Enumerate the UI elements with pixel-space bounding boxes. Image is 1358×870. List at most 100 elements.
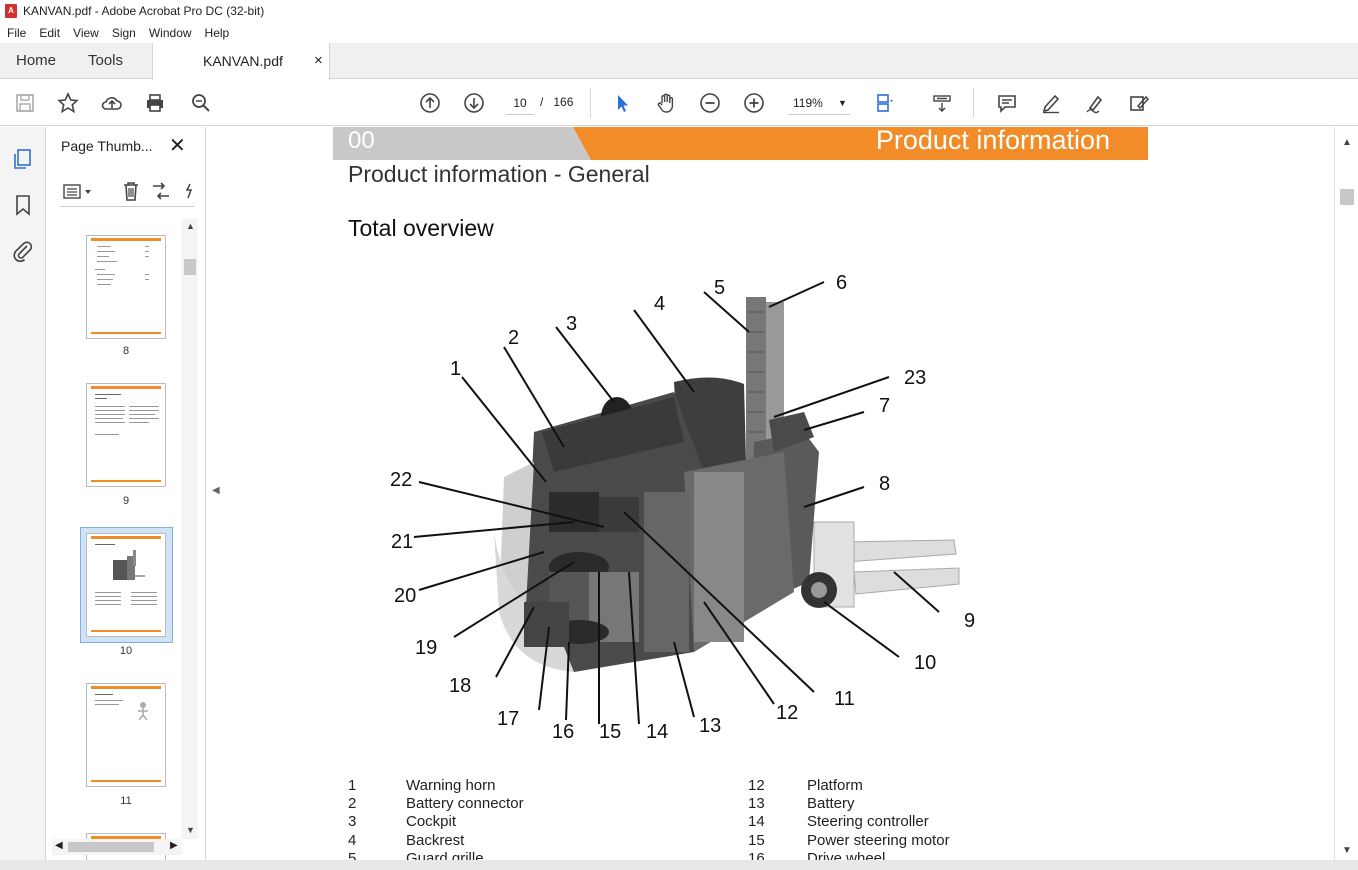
thumbnail-page-8[interactable] xyxy=(86,235,166,339)
thumbnails-horizontal-scrollbar[interactable]: ◀ ▶ xyxy=(52,839,182,855)
legend-number: 16 xyxy=(748,850,765,860)
callout-16: 16 xyxy=(552,721,574,743)
tab-tools[interactable]: Tools xyxy=(88,52,124,69)
legend-row: 12 xyxy=(748,777,765,794)
previous-page-icon[interactable] xyxy=(417,90,443,116)
tab-close-icon[interactable]: × xyxy=(314,52,323,69)
rotate-page-icon[interactable] xyxy=(150,180,172,202)
pdf-app-icon: A xyxy=(5,4,17,18)
thumbnails-title: Page Thumb... xyxy=(61,138,153,154)
window-title: KANVAN.pdf - Adobe Acrobat Pro DC (32-bi… xyxy=(23,4,265,18)
subsection-title: Total overview xyxy=(348,215,494,241)
legend-number: 2 xyxy=(348,795,357,812)
legend-row: 3 xyxy=(348,813,356,830)
attachments-paperclip-icon[interactable] xyxy=(11,239,35,263)
scroll-up-icon[interactable]: ▲ xyxy=(1342,137,1352,148)
chevron-down-icon: ▼ xyxy=(838,98,847,108)
callout-10: 10 xyxy=(914,652,936,674)
thumbnail-options-icon[interactable] xyxy=(62,182,96,202)
delete-page-icon[interactable] xyxy=(120,180,142,202)
save-icon[interactable] xyxy=(12,90,38,116)
scroll-left-icon[interactable]: ◀ xyxy=(55,840,63,851)
thumbnail-footer-bar xyxy=(91,630,161,632)
page-fit-icon[interactable] xyxy=(872,90,898,116)
more-tools-icon[interactable] xyxy=(184,180,194,202)
scroll-up-icon[interactable]: ▲ xyxy=(186,221,195,231)
legend-row: 13 xyxy=(748,795,765,812)
document-view: 00 Product information Product informati… xyxy=(224,127,1334,860)
legend-label: Platform xyxy=(807,777,863,794)
page-thumbnails-panel: Page Thumb... ✕ 8 xyxy=(46,127,206,863)
thumbnail-figure xyxy=(105,550,145,586)
legend-label: Cockpit xyxy=(406,813,457,830)
legend-label: Warning horn xyxy=(406,777,496,794)
menu-window[interactable]: Window xyxy=(148,25,192,40)
next-page-icon[interactable] xyxy=(461,90,487,116)
bookmark-star-icon[interactable] xyxy=(55,90,81,116)
scroll-down-icon[interactable]: ▼ xyxy=(1342,845,1352,856)
tab-home[interactable]: Home xyxy=(16,52,57,69)
zoom-search-icon[interactable] xyxy=(188,90,214,116)
legend-number: 15 xyxy=(748,832,765,849)
callout-14: 14 xyxy=(646,721,668,743)
chapter-number: 00 xyxy=(348,127,375,154)
legend-row: 15 xyxy=(748,832,765,849)
callout-2: 2 xyxy=(508,327,519,349)
zoom-out-icon[interactable] xyxy=(697,90,723,116)
thumbnail-label: 8 xyxy=(122,345,130,357)
scroll-down-icon[interactable]: ▼ xyxy=(186,825,195,835)
tab-document[interactable]: KANVAN.pdf × xyxy=(152,43,330,80)
legend-number: 5 xyxy=(348,850,357,860)
callout-4: 4 xyxy=(654,293,665,315)
menu-help[interactable]: Help xyxy=(204,25,230,40)
callout-3: 3 xyxy=(566,313,577,335)
zoom-level-value: 119% xyxy=(793,96,823,110)
menu-sign[interactable]: Sign xyxy=(111,25,136,40)
zoom-in-icon[interactable] xyxy=(741,90,767,116)
thumbnail-figure xyxy=(133,700,153,721)
select-cursor-icon[interactable] xyxy=(609,90,635,116)
legend-row: 16 xyxy=(748,850,765,860)
thumbnails-toolbar xyxy=(60,179,194,207)
thumbnail-page-9[interactable] xyxy=(86,383,166,487)
thumbnail-page-10[interactable] xyxy=(86,533,166,637)
callout-8: 8 xyxy=(879,473,890,495)
scrollbar-thumb[interactable] xyxy=(184,259,196,275)
callout-12: 12 xyxy=(776,702,798,724)
thumbnail-header-bar xyxy=(91,238,161,241)
highlight-pen-icon[interactable] xyxy=(1038,90,1064,116)
thumbnails-header: Page Thumb... ✕ xyxy=(46,127,206,167)
thumbnail-label: 9 xyxy=(122,495,130,507)
fill-sign-icon[interactable] xyxy=(1126,90,1152,116)
print-icon[interactable] xyxy=(142,90,168,116)
sign-pen-icon[interactable] xyxy=(1082,90,1108,116)
comment-icon[interactable] xyxy=(994,90,1020,116)
menu-file[interactable]: File xyxy=(7,25,27,40)
thumbnails-vertical-scrollbar[interactable]: ▲ ▼ xyxy=(182,219,198,839)
bookmarks-icon[interactable] xyxy=(11,193,35,217)
page-number-input[interactable]: 10 xyxy=(505,91,535,115)
menu-edit[interactable]: Edit xyxy=(39,25,61,40)
scroll-mode-icon[interactable] xyxy=(929,90,955,116)
legend-row: 4 xyxy=(348,832,356,849)
collapse-panel-icon[interactable]: ◀ xyxy=(212,485,220,496)
section-title: Product information - General xyxy=(348,161,650,187)
document-vertical-scrollbar[interactable]: ▲ ▼ xyxy=(1334,127,1358,860)
scroll-right-icon[interactable]: ▶ xyxy=(170,840,178,851)
upload-cloud-icon[interactable] xyxy=(99,90,125,116)
scrollbar-thumb[interactable] xyxy=(68,842,154,852)
page-thumbnails-icon[interactable] xyxy=(11,147,35,171)
menu-view[interactable]: View xyxy=(73,25,99,40)
thumbnail-page-11[interactable] xyxy=(86,683,166,787)
thumbnail-footer-bar xyxy=(91,780,161,782)
callout-21: 21 xyxy=(391,531,413,553)
zoom-level-select[interactable]: 119% ▼ xyxy=(788,91,850,115)
tab-bar: Home Tools KANVAN.pdf × xyxy=(0,43,1358,80)
thumbnail-header-bar xyxy=(91,836,161,839)
panel-splitter[interactable]: ◀ xyxy=(206,127,224,860)
main-toolbar: 10 / 166 119% ▼ xyxy=(0,80,1358,126)
close-panel-icon[interactable]: ✕ xyxy=(169,135,186,157)
legend-label: Battery connector xyxy=(406,795,524,812)
scrollbar-thumb[interactable] xyxy=(1340,189,1354,205)
hand-tool-icon[interactable] xyxy=(653,90,679,116)
